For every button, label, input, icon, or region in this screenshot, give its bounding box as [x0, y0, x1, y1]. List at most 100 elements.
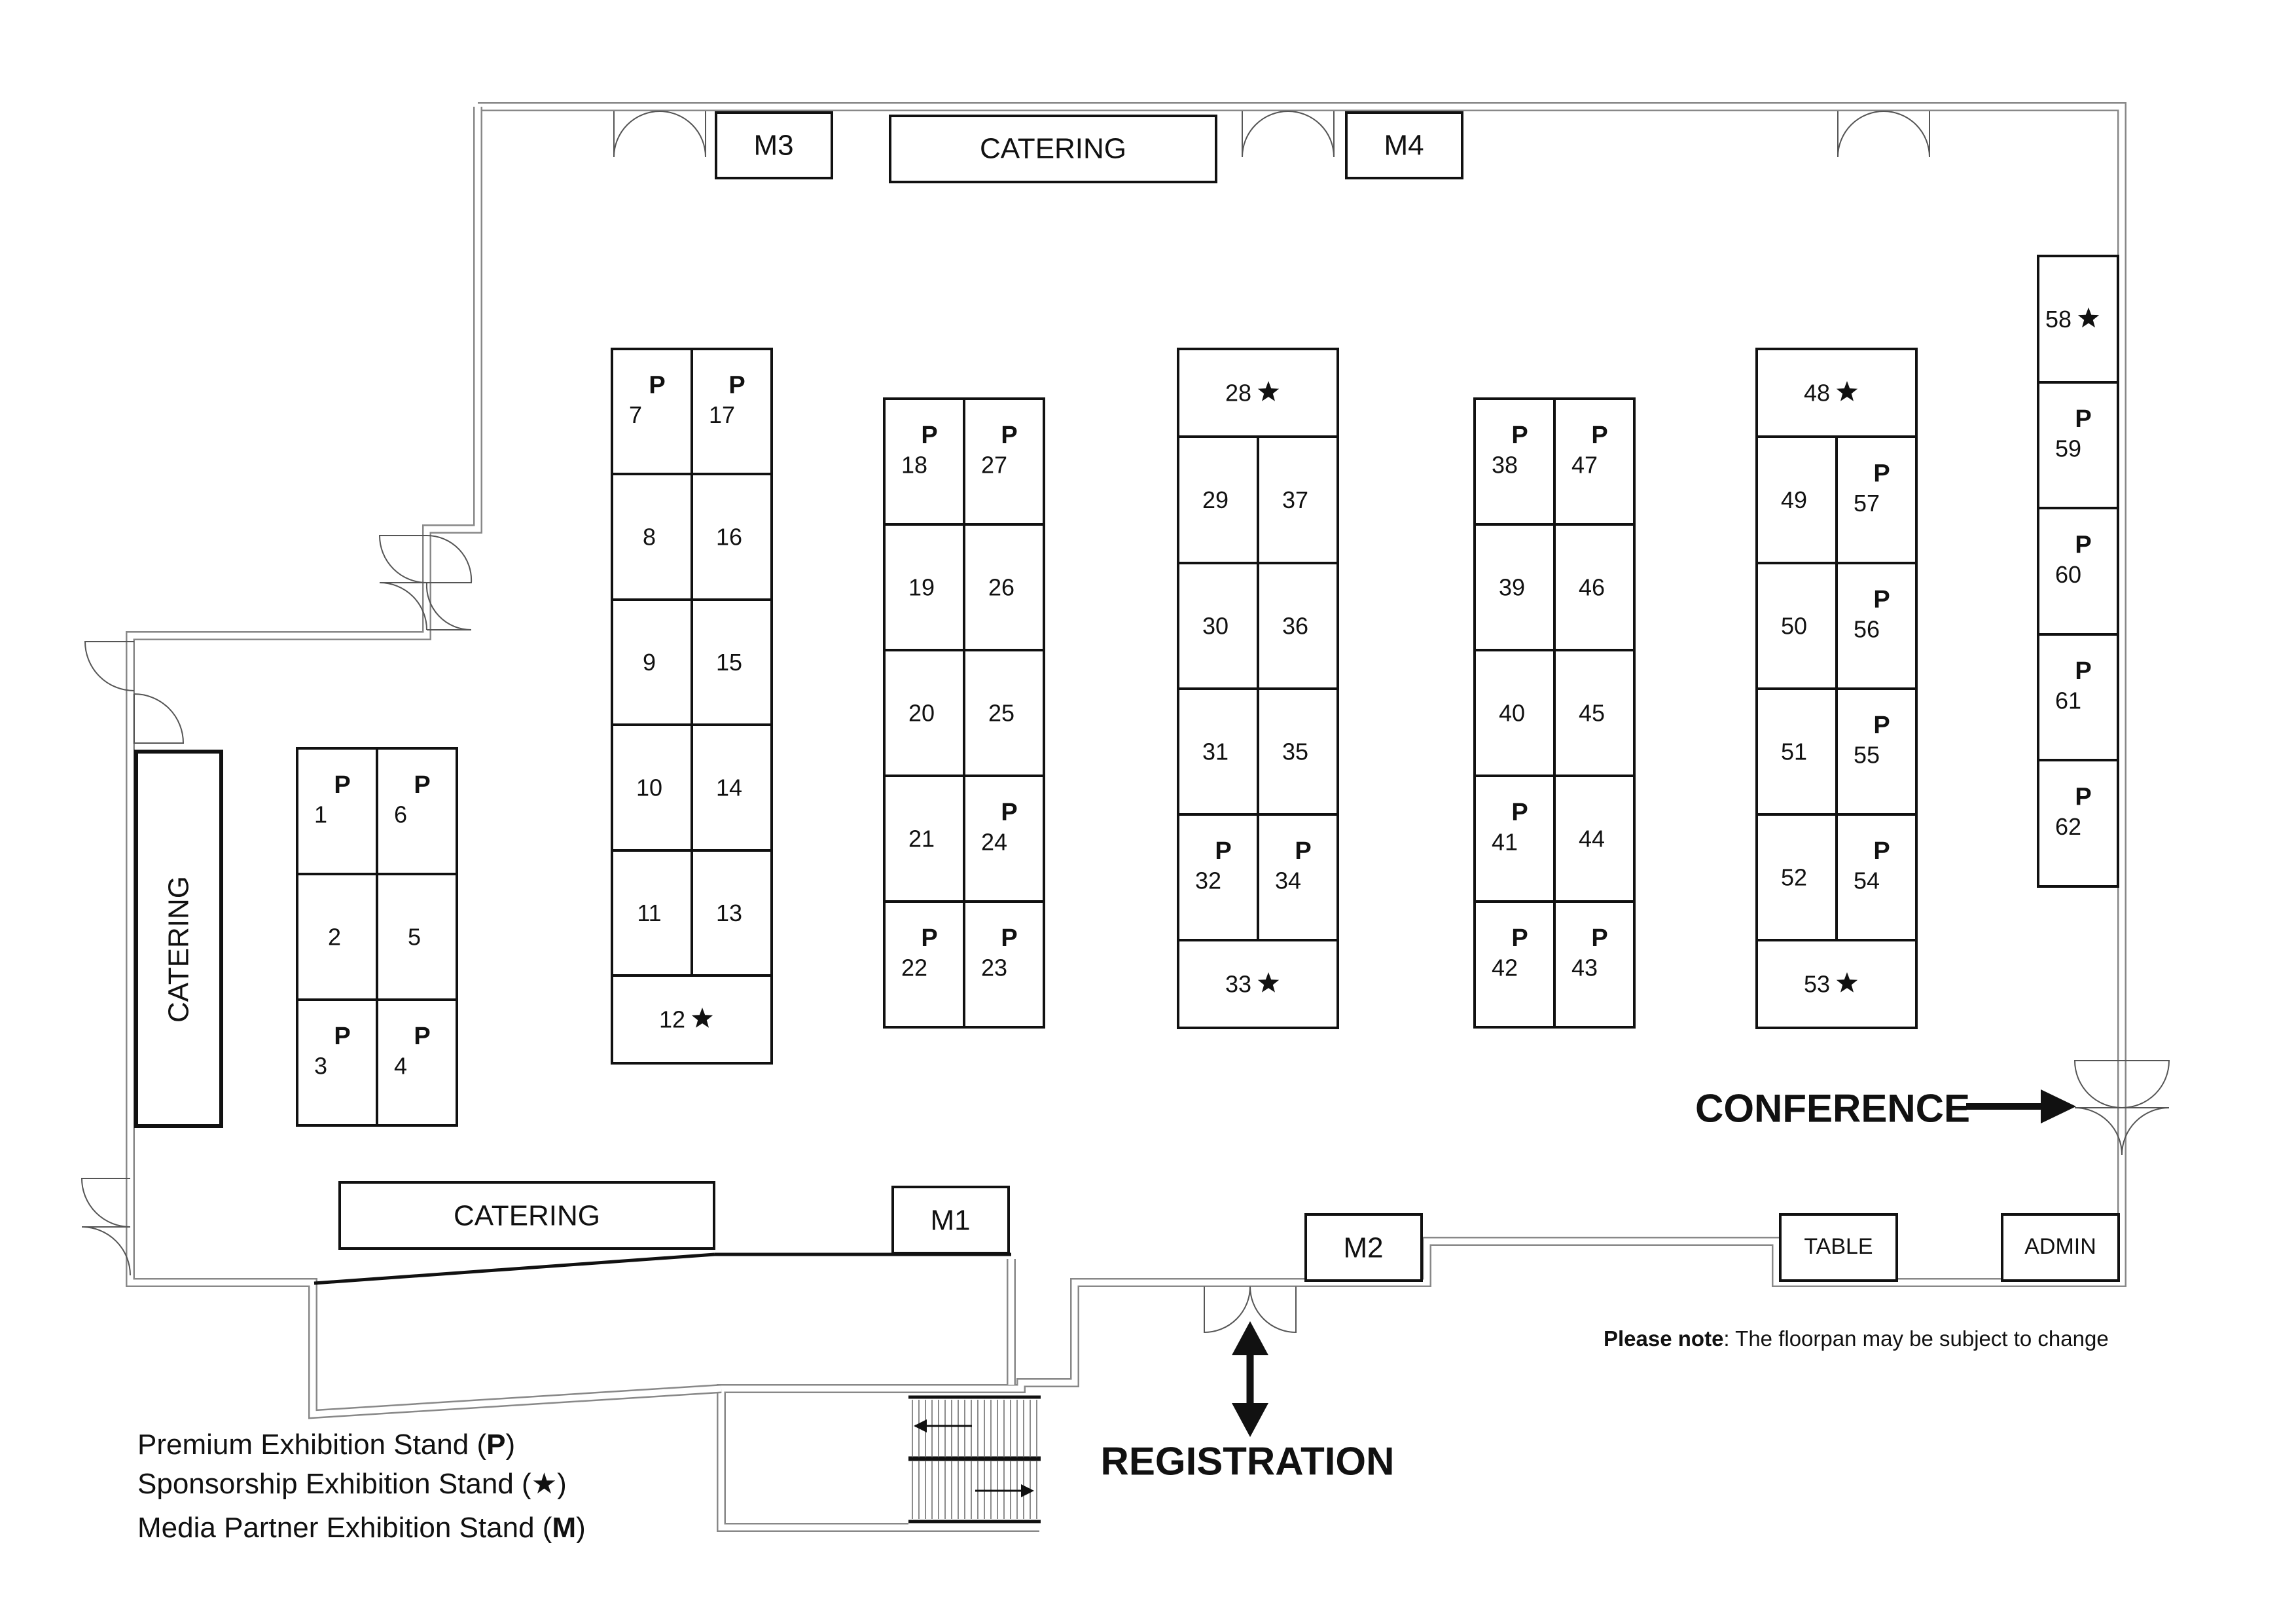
stand-number: 44	[1579, 826, 1605, 852]
stand-12[interactable]: 12	[611, 974, 773, 1065]
stand-42[interactable]: P42	[1473, 900, 1556, 1029]
media-stand-m4[interactable]: M4	[1345, 111, 1463, 179]
stand-7[interactable]: P7	[611, 348, 693, 475]
stand-number: 57	[1854, 490, 1880, 517]
stand-35[interactable]: 35	[1257, 687, 1339, 816]
stand-number: 10	[636, 775, 662, 801]
stand-14[interactable]: 14	[691, 723, 773, 852]
stand-41[interactable]: P41	[1473, 775, 1556, 903]
stand-47[interactable]: P47	[1553, 397, 1636, 526]
stand-11[interactable]: 11	[611, 849, 693, 977]
stand-16[interactable]: 16	[691, 473, 773, 601]
stand-27[interactable]: P27	[963, 397, 1045, 526]
stand-37[interactable]: 37	[1257, 435, 1339, 564]
stand-10[interactable]: 10	[611, 723, 693, 852]
stand-31[interactable]: 31	[1177, 687, 1259, 816]
premium-marker: P	[334, 771, 350, 799]
stand-number: 28	[1225, 380, 1251, 407]
stand-26[interactable]: 26	[963, 523, 1045, 651]
premium-marker: P	[1873, 586, 1890, 613]
stand-43[interactable]: P43	[1553, 900, 1636, 1029]
stand-13[interactable]: 13	[691, 849, 773, 977]
stand-3[interactable]: P3	[296, 998, 378, 1127]
media-stand-m3[interactable]: M3	[715, 111, 833, 179]
stand-17[interactable]: P17	[691, 348, 773, 475]
door-registration[interactable]	[1204, 1286, 1297, 1334]
stand-21[interactable]: 21	[883, 775, 965, 903]
stand-33[interactable]: 33	[1177, 939, 1339, 1029]
stand-4[interactable]: P4	[376, 998, 458, 1127]
stand-44[interactable]: 44	[1553, 775, 1636, 903]
stand-25[interactable]: 25	[963, 649, 1045, 777]
stand-40[interactable]: 40	[1473, 649, 1556, 777]
stand-60[interactable]: P60	[2037, 507, 2119, 636]
stand-2[interactable]: 2	[296, 873, 378, 1001]
stand-number: 3	[314, 1053, 327, 1080]
stand-58[interactable]: 58	[2037, 255, 2119, 384]
stand-48[interactable]: 48	[1755, 348, 1918, 438]
stand-36[interactable]: 36	[1257, 562, 1339, 690]
legend-premium: Premium Exhibition Stand (P)	[137, 1429, 516, 1461]
stand-56[interactable]: P 56	[1835, 562, 1918, 690]
stand-62[interactable]: P62	[2037, 759, 2119, 888]
stand-number: 59	[2055, 435, 2081, 462]
stand-6[interactable]: P6	[376, 747, 458, 875]
stand-number: 27	[981, 452, 1007, 479]
stand-54[interactable]: P54	[1835, 813, 1918, 941]
stand-1[interactable]: P1	[296, 747, 378, 875]
stand-53[interactable]: 53	[1755, 939, 1918, 1029]
stand-45[interactable]: 45	[1553, 649, 1636, 777]
stand-49[interactable]: 49	[1755, 435, 1838, 564]
premium-marker: P	[1511, 422, 1528, 449]
stand-61[interactable]: P61	[2037, 633, 2119, 761]
stand-5[interactable]: 5	[376, 873, 458, 1001]
svg-text:CATERING: CATERING	[163, 876, 195, 1023]
door-conference[interactable]	[2073, 1060, 2170, 1156]
stand-34[interactable]: P34	[1257, 813, 1339, 941]
stand-number: 23	[981, 955, 1007, 981]
stand-30[interactable]: 30	[1177, 562, 1259, 690]
stand-57[interactable]: P57	[1835, 435, 1918, 564]
stand-number: 56	[1854, 616, 1880, 643]
premium-marker: P	[921, 422, 937, 449]
door-top-left[interactable]	[613, 111, 706, 158]
registration-direction: REGISTRATION	[1101, 1321, 1394, 1484]
stand-52[interactable]: 52	[1755, 813, 1838, 941]
stand-29[interactable]: 29	[1177, 435, 1259, 564]
exhibition-stands: P12P3P45P6P78910111213141516P17P18192021…	[296, 255, 2119, 1127]
stand-38[interactable]: P38	[1473, 397, 1556, 526]
stand-number: 49	[1781, 486, 1807, 513]
stand-59[interactable]: P59	[2037, 381, 2119, 509]
stand-number: 61	[2055, 687, 2081, 714]
stand-50[interactable]: 50	[1755, 562, 1838, 690]
stand-number: 5	[408, 924, 421, 951]
stand-51[interactable]: 51	[1755, 687, 1838, 816]
premium-marker: P	[2075, 532, 2091, 559]
media-stand-m2[interactable]: M2	[1304, 1213, 1423, 1282]
stand-23[interactable]: P23	[963, 900, 1045, 1029]
stand-46[interactable]: 46	[1553, 523, 1636, 651]
door-top-middle[interactable]	[1242, 111, 1335, 158]
stand-28[interactable]: 28	[1177, 348, 1339, 438]
stand-15[interactable]: 15	[691, 598, 773, 726]
stand-18[interactable]: P18	[883, 397, 965, 526]
stand-24[interactable]: P24	[963, 775, 1045, 903]
stand-39[interactable]: 39	[1473, 523, 1556, 651]
stand-19[interactable]: 19	[883, 523, 965, 651]
door-left-upper[interactable]	[84, 641, 185, 744]
stand-20[interactable]: 20	[883, 649, 965, 777]
premium-marker: P	[2075, 405, 2091, 433]
door-left-corner[interactable]	[378, 534, 473, 631]
stand-22[interactable]: P22	[883, 900, 965, 1029]
stand-9[interactable]: 9	[611, 598, 693, 726]
stand-55[interactable]: P55	[1835, 687, 1918, 816]
staircase	[908, 1395, 1041, 1525]
svg-text:CATERING: CATERING	[980, 133, 1126, 165]
door-top-right[interactable]	[1837, 111, 1930, 158]
stand-32[interactable]: P32	[1177, 813, 1259, 941]
stand-8[interactable]: 8	[611, 473, 693, 601]
media-stand-m1[interactable]: M1	[891, 1186, 1010, 1254]
door-left-lower[interactable]	[81, 1178, 131, 1276]
stand-number: 22	[901, 955, 927, 981]
svg-text:M4: M4	[1384, 130, 1424, 162]
